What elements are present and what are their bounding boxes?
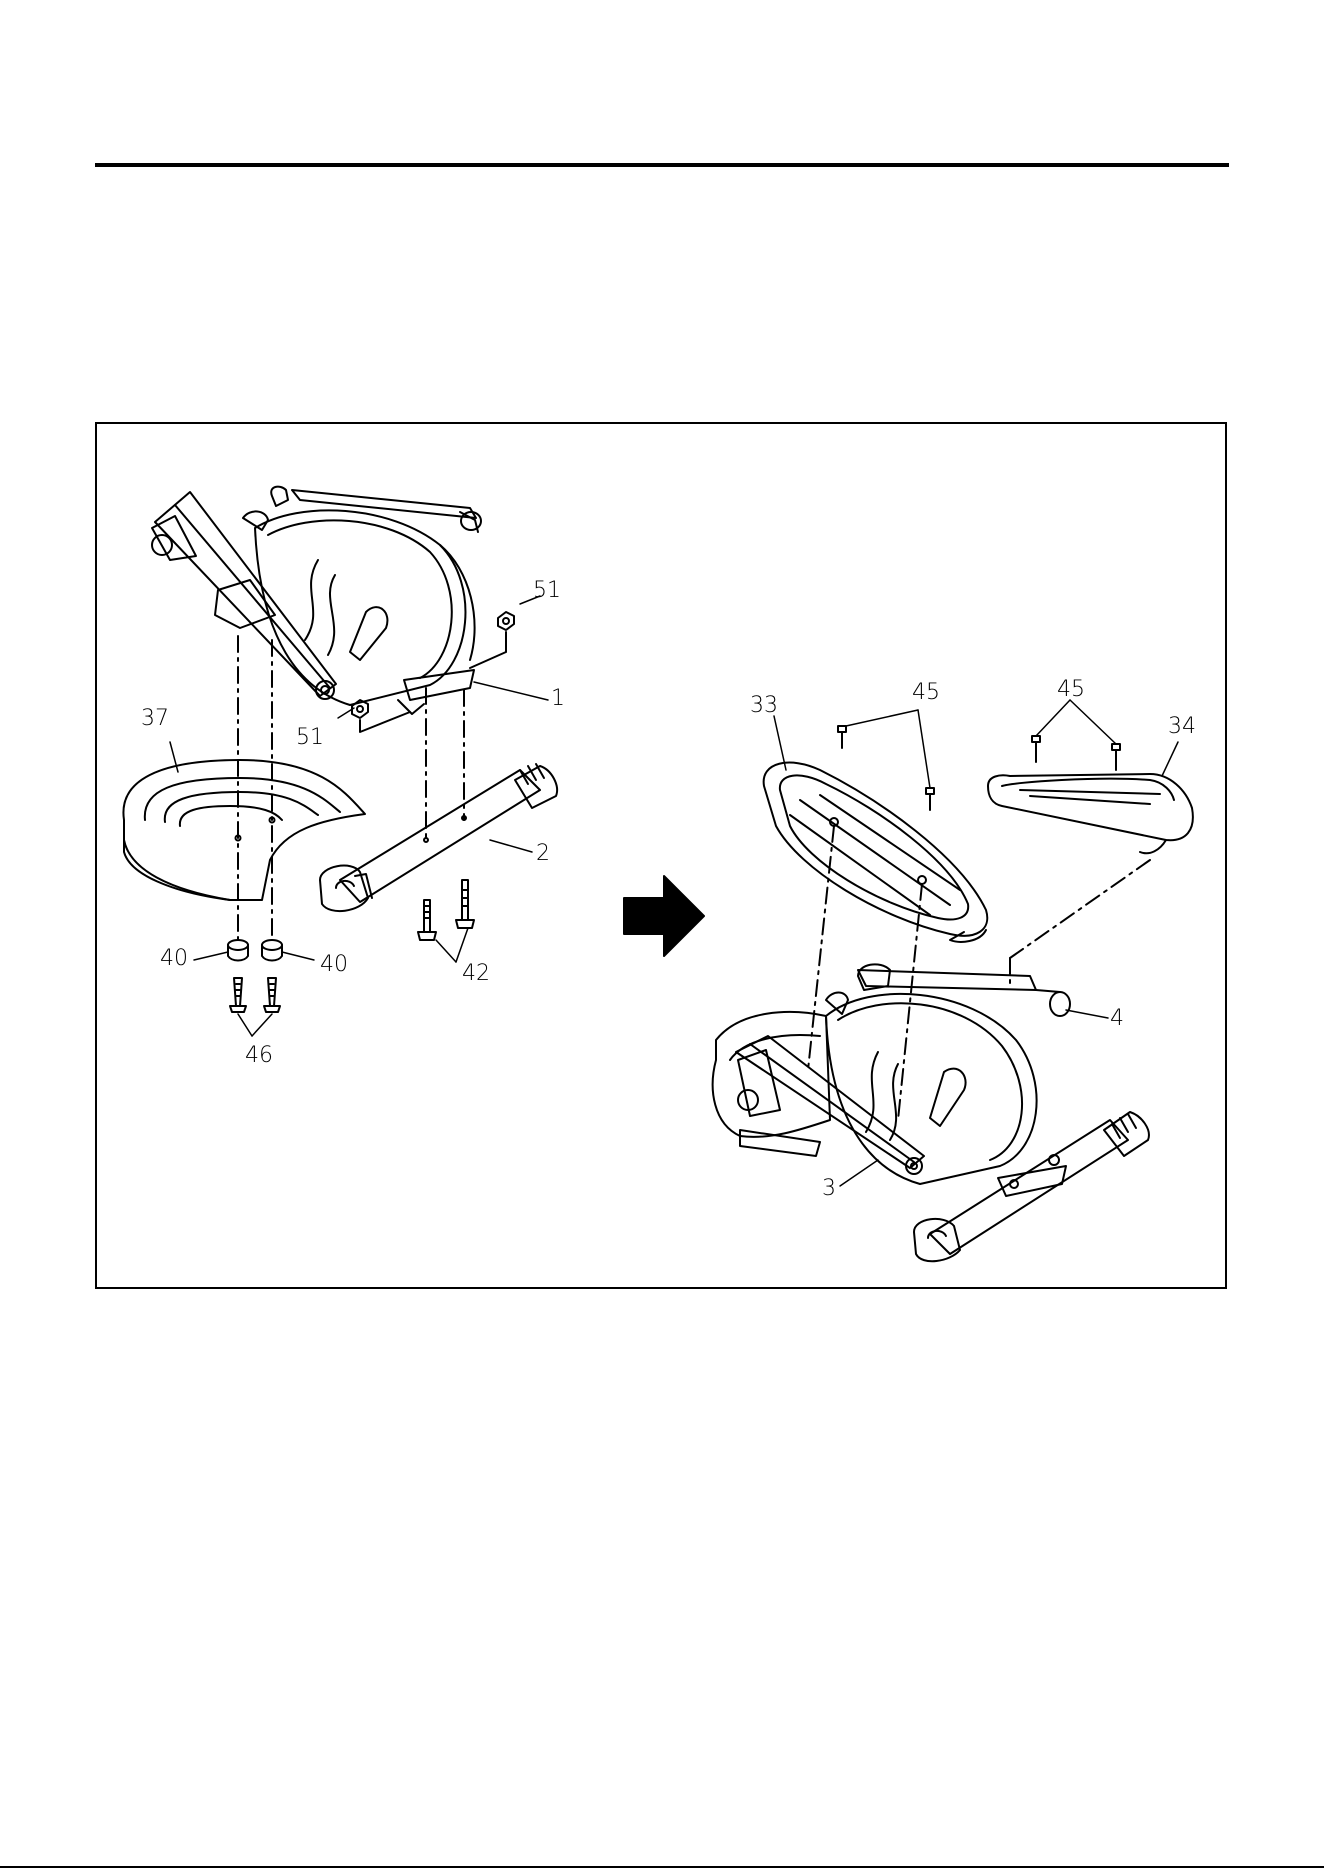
callout-40-right: 40 <box>320 954 348 976</box>
pedal-34 <box>988 774 1193 853</box>
right-frame-assembly <box>713 964 1149 1261</box>
screws-45 <box>838 726 1120 810</box>
callout-1: 1 <box>551 688 565 710</box>
footer-rule <box>0 1866 1324 1868</box>
callout-51-mid: 51 <box>296 727 324 749</box>
left-frame-assembly <box>152 487 481 714</box>
callout-4: 4 <box>1110 1008 1124 1030</box>
pedal-plate-37 <box>123 760 365 900</box>
nut-51-top <box>470 612 514 668</box>
callout-37: 37 <box>141 708 169 730</box>
callout-42: 42 <box>462 963 490 985</box>
callout-34: 34 <box>1168 716 1196 738</box>
callout-45-a: 45 <box>912 682 940 704</box>
bolts-42 <box>418 880 474 940</box>
callout-33: 33 <box>750 695 778 717</box>
callout-3: 3 <box>822 1178 836 1200</box>
callout-45-b: 45 <box>1057 679 1085 701</box>
callout-40-left: 40 <box>160 948 188 970</box>
callout-46: 46 <box>245 1045 273 1067</box>
rear-stabilizer-2 <box>320 764 557 911</box>
alignment-lines-left <box>238 636 464 940</box>
callout-2: 2 <box>536 843 550 865</box>
nut-51-mid <box>352 700 410 732</box>
washers-40 <box>228 940 282 961</box>
bolts-46 <box>230 978 280 1012</box>
pedal-33 <box>764 763 988 942</box>
leader-lines-right <box>774 700 1178 1186</box>
callout-51-top: 51 <box>533 580 561 602</box>
arrow-right-icon <box>624 876 704 956</box>
leader-lines-left <box>170 596 548 1036</box>
